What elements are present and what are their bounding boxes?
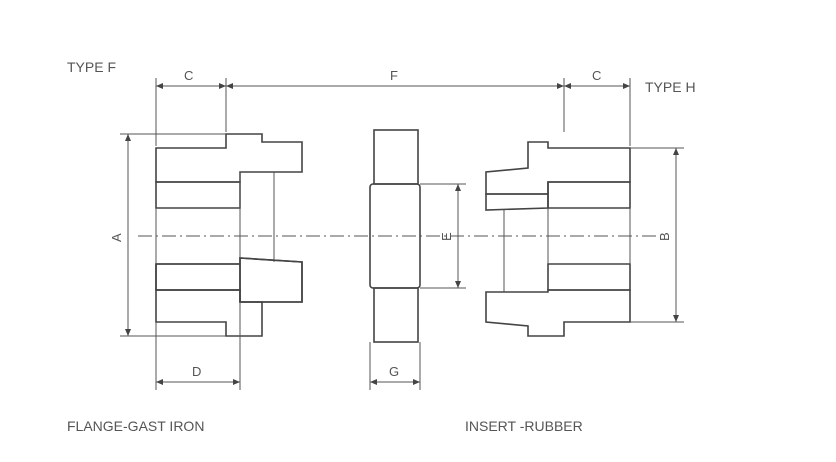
dim-d: D <box>192 364 201 379</box>
type-h-label: TYPE H <box>645 79 696 95</box>
dim-a: A <box>109 233 124 242</box>
type-f-label: TYPE F <box>67 59 116 75</box>
dim-g: G <box>389 364 399 379</box>
left-flange-type-f <box>155 133 303 337</box>
right-flange-type-h <box>485 141 631 337</box>
insert-material-label: INSERT -RUBBER <box>465 418 583 434</box>
dim-c-left: C <box>184 68 193 83</box>
dimension-lines <box>120 78 684 390</box>
flange-material-label: FLANGE-GAST IRON <box>67 418 204 434</box>
dim-e: E <box>439 232 454 241</box>
rubber-insert <box>369 129 421 343</box>
dim-f: F <box>390 68 398 83</box>
dim-c-right: C <box>592 68 601 83</box>
dim-b: B <box>657 232 672 241</box>
